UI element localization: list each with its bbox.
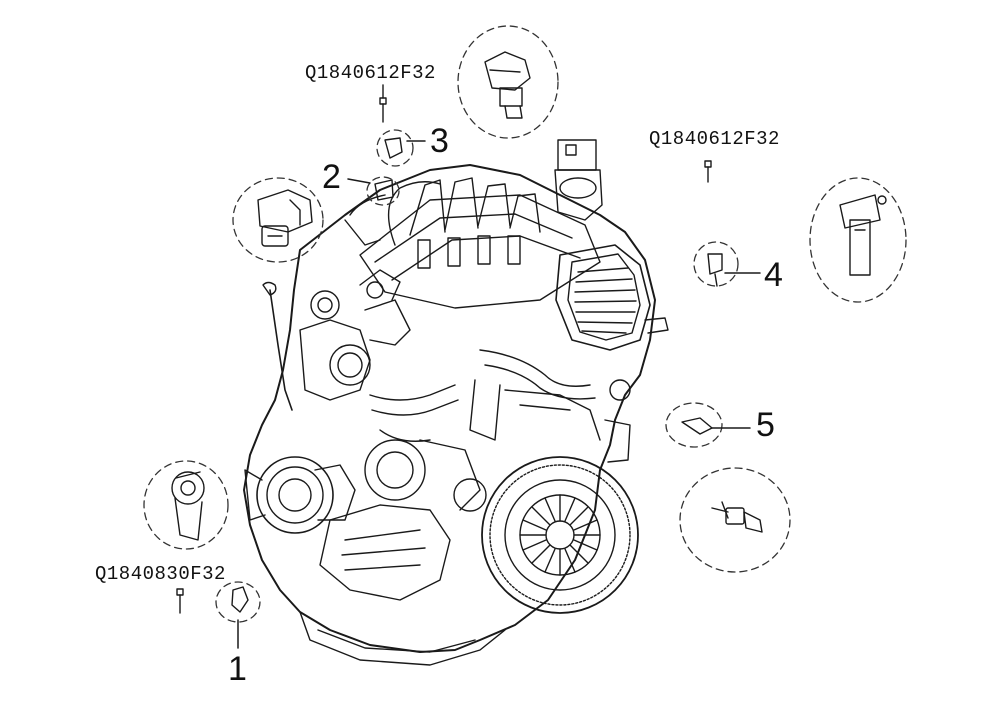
callout-number-4: 4 bbox=[764, 256, 783, 294]
part-code-label-top-right: Q1840612F32 bbox=[649, 128, 780, 150]
temperature-sensor-detail bbox=[712, 502, 762, 532]
callout-number-1: 1 bbox=[228, 650, 247, 688]
bolt-icons bbox=[177, 85, 711, 613]
crankshaft-sensor-detail bbox=[840, 195, 886, 275]
callout-number-2: 2 bbox=[322, 158, 341, 196]
map-sensor-detail bbox=[258, 190, 312, 246]
sensor-small-parts bbox=[232, 138, 722, 612]
detail-circles bbox=[144, 26, 906, 622]
knock-sensor-detail bbox=[172, 472, 204, 540]
part-code-label-top-left: Q1840612F32 bbox=[305, 62, 436, 84]
callout-number-3: 3 bbox=[430, 122, 449, 160]
callout-number-5: 5 bbox=[756, 406, 775, 444]
leader-lines bbox=[238, 141, 760, 648]
camshaft-sensor-detail bbox=[485, 52, 530, 118]
part-code-label-bottom-left: Q1840830F32 bbox=[95, 563, 226, 585]
engine-assembly bbox=[244, 140, 668, 665]
